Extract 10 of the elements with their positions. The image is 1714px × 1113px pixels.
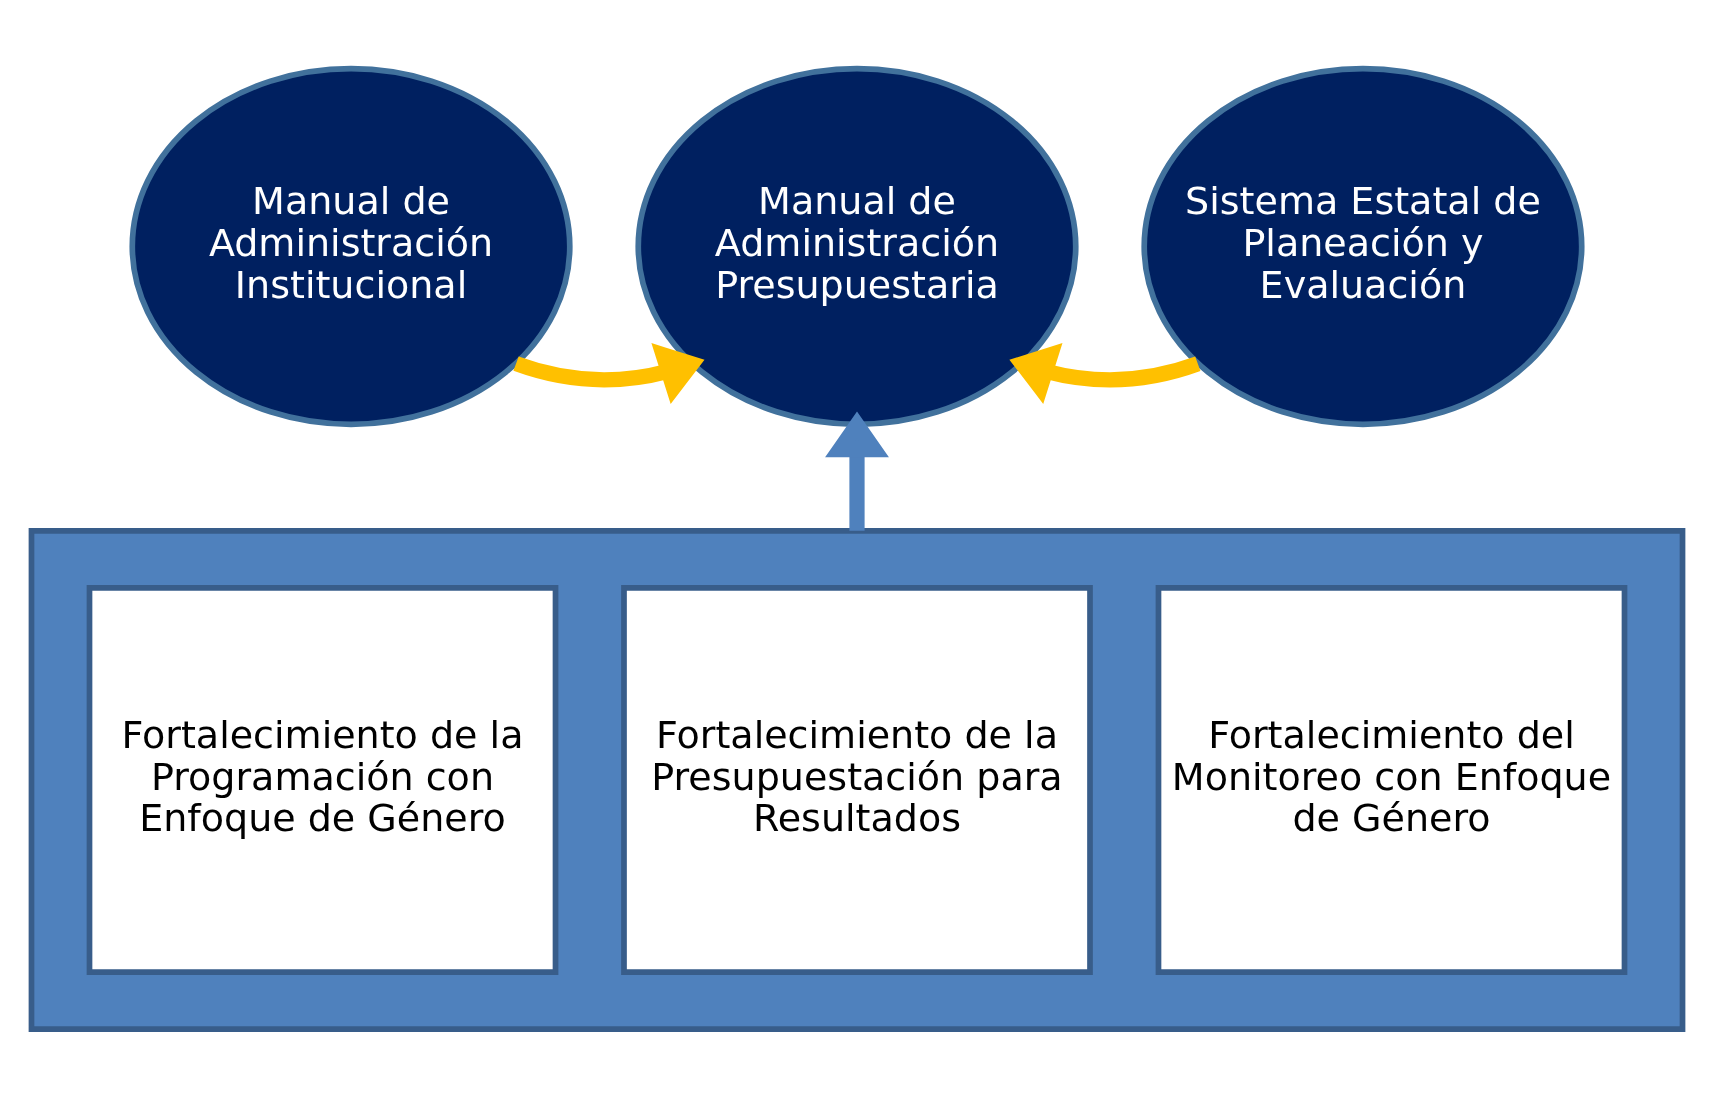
arrow bbox=[825, 411, 889, 531]
node-ellipse: Manual de Administración Presupuestaria bbox=[635, 65, 1079, 428]
node-box: Fortalecimiento de la Programación con Enfoque de Género bbox=[86, 585, 559, 975]
node-box: Fortalecimiento del Monitoreo con Enfoque de Género bbox=[1155, 585, 1628, 975]
cluster bbox=[28, 527, 1686, 1033]
arrow bbox=[1009, 343, 1201, 404]
arrow bbox=[513, 343, 705, 404]
node-ellipse: Manual de Administración Institucional bbox=[129, 65, 573, 428]
node-box: Fortalecimiento de la Presupuestación para Resultados bbox=[621, 585, 1093, 975]
node-ellipse: Sistema Estatal de Planeación y Evaluación bbox=[1141, 65, 1585, 428]
